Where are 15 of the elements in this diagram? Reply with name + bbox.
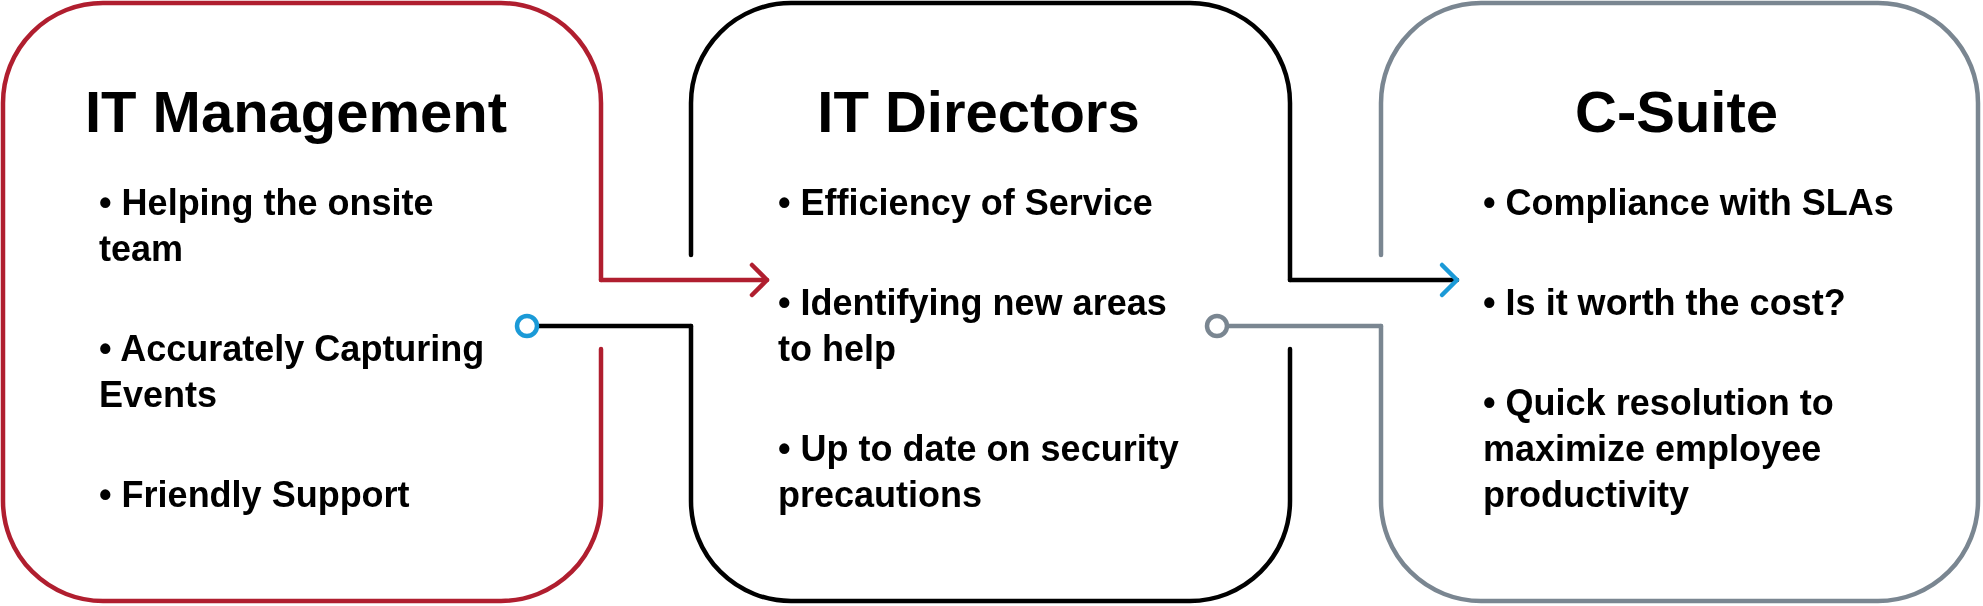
rounded-panel: [1379, 1, 1980, 603]
bullet-point: • Identifying new areas to help: [778, 281, 1168, 371]
rounded-panel: [1, 1, 603, 603]
bullet-point: • Compliance with SLAs: [1483, 181, 1894, 225]
bullet-point: • Efficiency of Service: [778, 181, 1153, 225]
bullet-point: • Helping the onsite team: [99, 181, 435, 271]
bullet-point: • Friendly Support: [99, 473, 410, 517]
bullet-point: • Is it worth the cost?: [1483, 281, 1846, 325]
panel-title: IT Management: [84, 78, 508, 146]
bullet-point: • Up to date on security precautions: [778, 427, 1180, 517]
rounded-panel: [689, 1, 1292, 603]
bullet-point: • Accurately Capturing Events: [99, 327, 486, 417]
bullet-point: • Quick resolution to maximize employee productivity: [1483, 381, 1835, 517]
panel-title: C-Suite: [1575, 78, 1778, 146]
panel-title: IT Directors: [817, 78, 1140, 146]
